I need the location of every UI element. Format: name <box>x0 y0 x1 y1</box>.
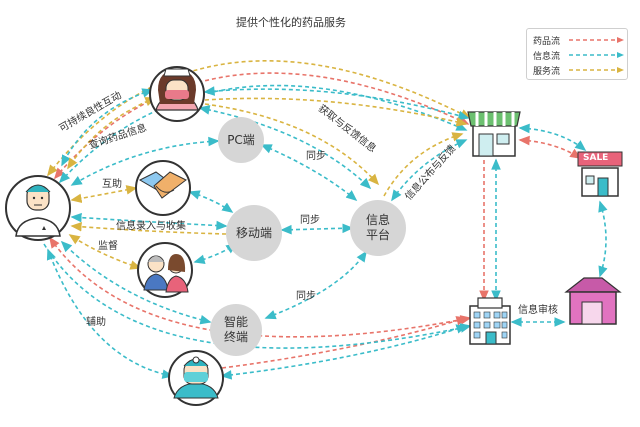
legend-label-info: 信息流 <box>533 52 561 62</box>
legend-swatch-service <box>569 67 624 73</box>
label-sync-mobile: 同步 <box>300 215 320 226</box>
link-mobile-platform <box>280 223 354 235</box>
node-platform-line2: 平台 <box>365 228 390 242</box>
link-platform-pharmacy-1 <box>391 139 468 202</box>
legend-label-service: 服务流 <box>533 67 561 77</box>
title-label: 提供个性化的药品服务 <box>236 16 346 29</box>
label-assist: 辅助 <box>86 317 106 328</box>
arc-patient-hospital-blue <box>43 243 472 349</box>
legend-swatch-info <box>569 52 624 58</box>
link-store-shop <box>598 200 608 278</box>
link-platform-pharmacy-2 <box>383 132 464 197</box>
patient-icon <box>5 175 71 241</box>
pharmacy-icon <box>467 111 521 157</box>
family-icon <box>137 242 193 298</box>
label-entry: 信息录入与收集 <box>116 221 186 232</box>
link-handshake-patient <box>70 185 138 204</box>
node-pc-label: PC端 <box>227 132 255 147</box>
legend: 药品流 信息流 服务流 <box>526 28 628 80</box>
label-sync-smart: 同步 <box>296 291 316 302</box>
node-mobile: 移动端 <box>226 205 282 261</box>
link-doctor-hospital-1 <box>220 324 468 380</box>
link-nurse-pharmacy-2 <box>204 97 468 127</box>
pink-shop-icon <box>564 277 622 325</box>
link-pc-platform <box>260 144 358 202</box>
link-pharmacy-store-1 <box>518 123 587 151</box>
legend-swatch-drug <box>569 37 624 43</box>
node-platform-line1: 信息 <box>365 213 390 227</box>
link-pc-patient <box>70 136 220 186</box>
link-smart-platform <box>264 250 367 320</box>
link-mobile-patient-2 <box>70 221 227 235</box>
hospital-icon <box>469 297 511 345</box>
arc-service-top <box>47 60 472 177</box>
label-review: 信息审核 <box>518 305 558 316</box>
sale-sign-text: SALE <box>583 153 609 163</box>
arc-patient-hospital-red <box>49 236 472 338</box>
legend-item-service: 服务流 <box>533 64 624 77</box>
link-nurse-pharmacy-1 <box>203 86 470 121</box>
node-smart-line2: 终端 <box>223 330 248 344</box>
legend-item-info: 信息流 <box>533 49 624 62</box>
node-smart-line1: 智能 <box>223 315 248 329</box>
doctor-icon <box>168 350 224 406</box>
link-pharmacy-store-2 <box>518 135 582 159</box>
handshake-icon <box>135 160 191 216</box>
node-pc: PC端 <box>218 117 264 163</box>
link-mobile-patient-1 <box>70 212 228 231</box>
legend-label-drug: 药品流 <box>533 37 561 47</box>
label-sync-pc: 同步 <box>306 151 326 162</box>
link-handshake-mobile <box>188 190 234 213</box>
node-smart-terminal: 智能终端 <box>210 304 262 356</box>
legend-item-drug: 药品流 <box>533 34 624 47</box>
label-mutual: 互助 <box>102 179 122 190</box>
label-supervise: 监督 <box>98 241 118 252</box>
sale-store-icon <box>577 151 623 197</box>
nurse-icon <box>149 66 205 122</box>
arc-drug-top <box>53 72 470 180</box>
node-platform: 信息平台 <box>350 200 406 256</box>
link-doctor-hospital-2 <box>221 316 468 369</box>
node-mobile-label: 移动端 <box>235 225 272 240</box>
